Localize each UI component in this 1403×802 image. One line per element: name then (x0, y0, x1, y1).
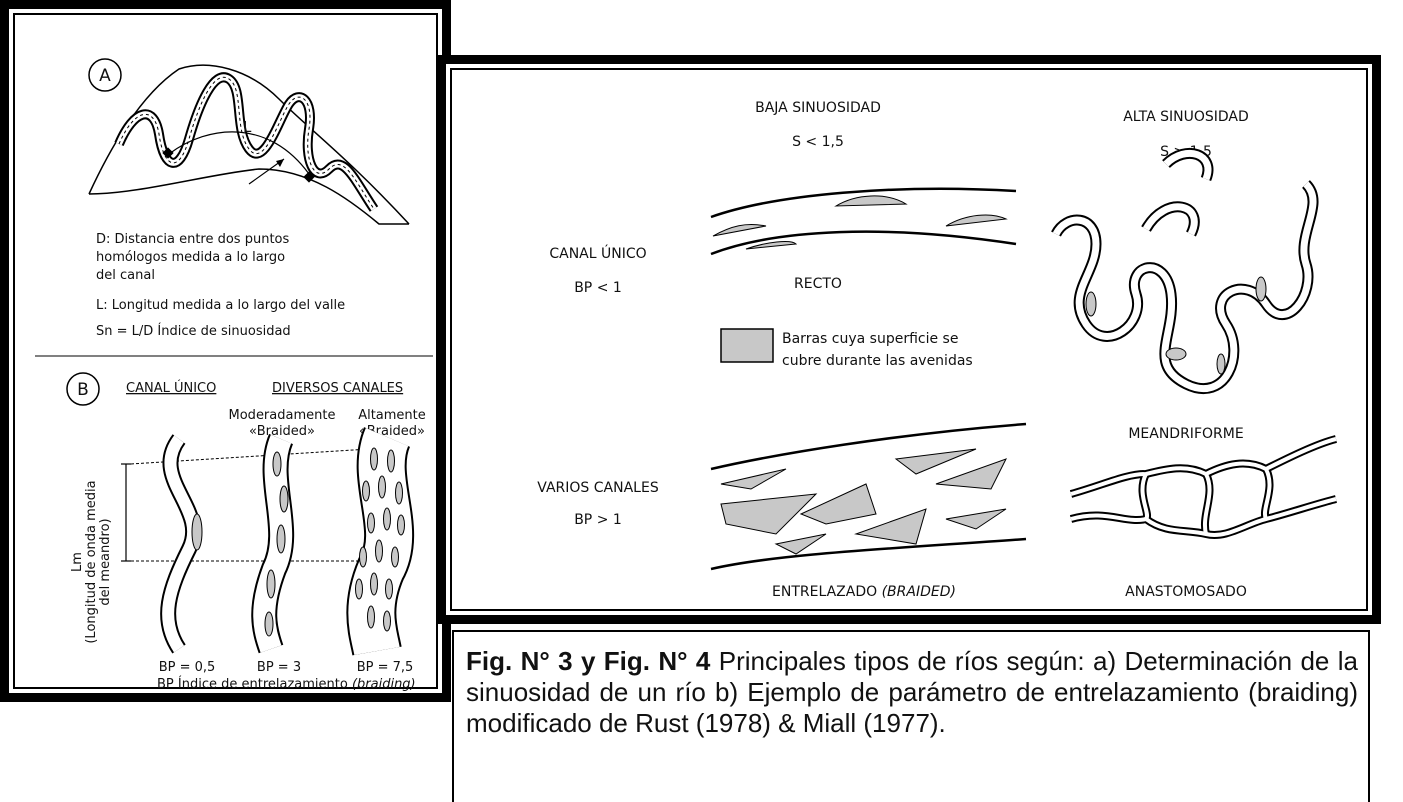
col-low-title: BAJA SINUOSIDAD (755, 100, 881, 116)
type-straight: RECTO (794, 276, 842, 292)
bp-value-2: BP = 3 (257, 660, 301, 675)
section-b-letter: B (77, 380, 89, 400)
note-line-1: D: Distancia entre dos puntos (96, 232, 289, 247)
row-multi-value: BP > 1 (574, 512, 622, 528)
col-high-title: ALTA SINUOSIDAD (1123, 109, 1249, 125)
bp-value-1: BP = 0,5 (159, 660, 216, 675)
legend-line-2: cubre durante las avenidas (782, 353, 973, 369)
axis-lm: Lm (70, 552, 85, 572)
sub-moderate-1: Moderadamente (229, 408, 336, 423)
sub-moderate-2: «Braided» (249, 424, 315, 439)
axis-lm-desc-2: del meandro) (98, 518, 113, 605)
bp-footnote: BP Índice de entrelazamiento (braiding) (157, 676, 416, 692)
type-anastomosed: ANASTOMOSADO (1125, 584, 1247, 600)
row-multi-title: VARIOS CANALES (537, 480, 659, 496)
legend-line-1: Barras cuya superficie se (782, 331, 958, 347)
caption-bold: Fig. N° 3 y Fig. N° 4 (466, 646, 710, 676)
header-single-channel: CANAL ÚNICO (126, 380, 216, 396)
row-single-value: BP < 1 (574, 280, 622, 296)
figure-3-diagram: A L D: Distancia entre dos puntos homólo… (9, 9, 442, 693)
sub-high-1: Altamente (358, 408, 426, 423)
type-meander: MEANDRIFORME (1128, 426, 1243, 442)
header-multi-channel: DIVERSOS CANALES (272, 381, 403, 396)
section-a-letter: A (99, 66, 111, 86)
col-low-value: S < 1,5 (792, 134, 844, 150)
note-line-2: homólogos medida a lo largo (96, 250, 285, 265)
type-braided: ENTRELAZADO (BRAIDED) (772, 584, 956, 600)
note-line-4: L: Longitud medida a lo largo del valle (96, 298, 345, 313)
figure-3-frame: A L D: Distancia entre dos puntos homólo… (0, 0, 451, 702)
figure-4-diagram: BAJA SINUOSIDAD S < 1,5 ALTA SINUOSIDAD … (446, 64, 1372, 615)
figure-caption: Fig. N° 3 y Fig. N° 4 Principales tipos … (452, 630, 1370, 802)
note-line-5: Sn = L/D Índice de sinuosidad (96, 323, 291, 339)
row-single-title: CANAL ÚNICO (549, 244, 646, 262)
figure-4-frame: BAJA SINUOSIDAD S < 1,5 ALTA SINUOSIDAD … (437, 55, 1381, 624)
legend-swatch (721, 329, 773, 362)
note-line-3: del canal (96, 268, 155, 283)
valley-length-label: L (243, 118, 252, 136)
bp-value-3: BP = 7,5 (357, 660, 414, 675)
axis-lm-desc-1: (Longitud de onda media (84, 480, 99, 643)
